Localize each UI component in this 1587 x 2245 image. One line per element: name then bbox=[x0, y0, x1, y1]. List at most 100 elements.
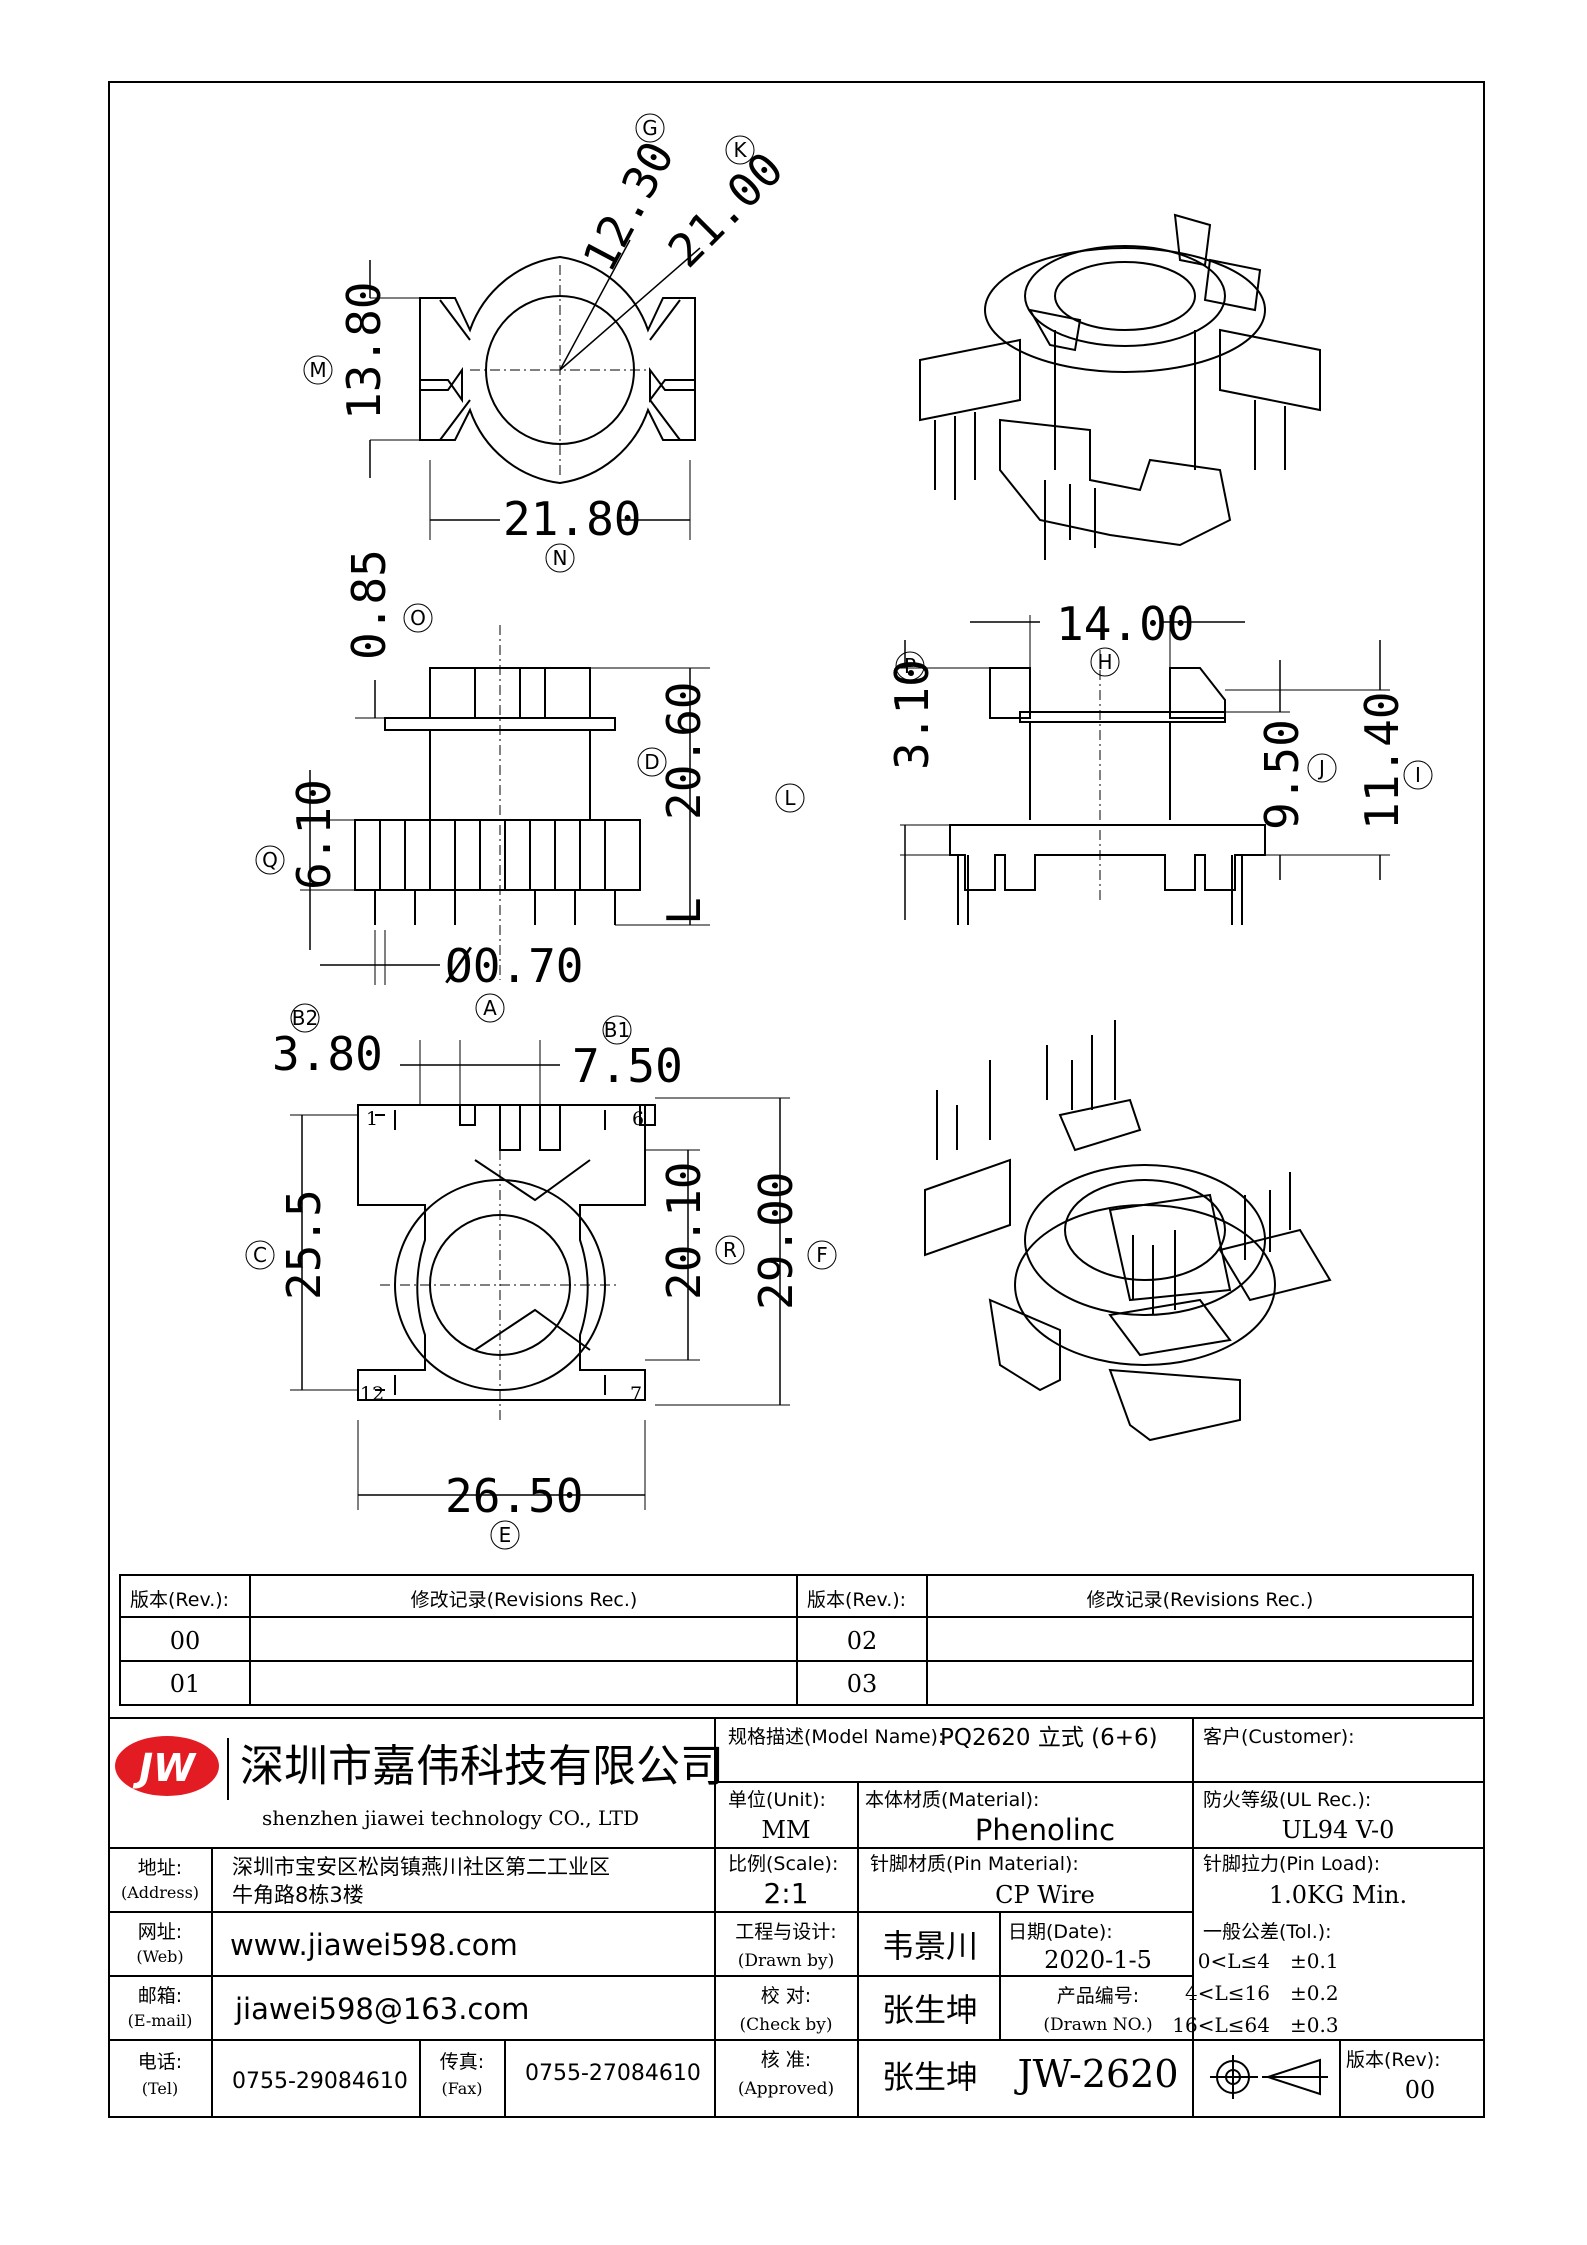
date-label: 日期(Date): bbox=[1008, 1921, 1113, 1943]
pin-load-label: 针脚拉力(Pin Load): bbox=[1203, 1853, 1380, 1875]
tel-label-en: (Tel) bbox=[142, 2079, 179, 2098]
dim-3.80: 3.80 bbox=[272, 1027, 383, 1081]
company-name-cn: 深圳市嘉伟科技有限公司 bbox=[240, 1741, 724, 1792]
dim-12.30: 12.30 bbox=[572, 133, 685, 281]
ref-F: F bbox=[807, 1240, 837, 1270]
dim-6.10: 6.10 bbox=[287, 779, 341, 890]
svg-text:J: J bbox=[1317, 756, 1325, 780]
ref-B1: B1 bbox=[602, 1015, 632, 1045]
date-value: 2020-1-5 bbox=[1044, 1946, 1152, 1974]
email-link[interactable]: jiawei598@163.com bbox=[234, 1992, 529, 2026]
tolerance-range: 16<L≤64 bbox=[1172, 2013, 1270, 2037]
pin-label-6: 6 bbox=[632, 1108, 644, 1130]
ref-L: L bbox=[775, 783, 805, 813]
material-label: 本体材质(Material): bbox=[865, 1789, 1039, 1811]
tolerance-range: 0<L≤4 bbox=[1198, 1949, 1270, 1973]
tel-value: 0755-29084610 bbox=[232, 2069, 408, 2094]
svg-text:Q: Q bbox=[262, 848, 278, 872]
title-block-grid bbox=[109, 1717, 1484, 2117]
dim-29.00: 29.00 bbox=[749, 1172, 803, 1310]
approved-by-label-en: (Approved) bbox=[738, 2079, 834, 2099]
pin-label-12: 12 bbox=[360, 1383, 384, 1405]
fax-label: 传真: bbox=[440, 2051, 484, 2073]
ref-O: O bbox=[403, 603, 433, 633]
address-label: 地址: bbox=[138, 1857, 182, 1879]
svg-text:E: E bbox=[499, 1523, 512, 1547]
revision-row-rev: 02 bbox=[847, 1627, 878, 1655]
tolerance-value: ±0.2 bbox=[1290, 1981, 1339, 2005]
dim-3.10: 3.10 bbox=[885, 659, 939, 770]
rev-label: 版本(Rev): bbox=[1346, 2049, 1441, 2071]
tolerance-table: 0<L≤4±0.14<L≤16±0.216<L≤64±0.3 bbox=[1172, 1949, 1338, 2037]
drawn-no-label-en: (Drawn NO.) bbox=[1043, 2015, 1152, 2035]
fax-value: 0755-27084610 bbox=[525, 2061, 701, 2086]
approved-by-value: 张生坤 bbox=[882, 2058, 978, 2096]
svg-text:G: G bbox=[642, 116, 658, 140]
front-view-labels: 0.85 20.60 6.10 Ø0.70 L O D Q A L bbox=[255, 549, 805, 1023]
revision-row-rev: 00 bbox=[170, 1627, 201, 1655]
revision-table bbox=[119, 1574, 1474, 1706]
svg-text:H: H bbox=[1097, 650, 1112, 674]
drawn-by-label: 工程与设计: bbox=[735, 1921, 836, 1943]
ul-value: UL94 V-0 bbox=[1282, 1816, 1395, 1844]
side-view-labels: 14.00 3.10 9.50 11.40 H P J I bbox=[885, 597, 1433, 830]
svg-text:O: O bbox=[410, 606, 426, 630]
pin-load-value: 1.0KG Min. bbox=[1269, 1881, 1407, 1909]
revision-table-text: 版本(Rev.): 修改记录(Revisions Rec.) 版本(Rev.):… bbox=[130, 1589, 1313, 1698]
ref-G: G bbox=[635, 113, 665, 143]
svg-text:R: R bbox=[723, 1238, 737, 1262]
rev-value: 00 bbox=[1405, 2076, 1436, 2104]
tolerance-label: 一般公差(Tol.): bbox=[1203, 1921, 1332, 1943]
customer-label: 客户(Customer): bbox=[1203, 1726, 1355, 1748]
ref-C: C bbox=[245, 1240, 275, 1270]
scale-value: 2:1 bbox=[763, 1877, 808, 1910]
svg-text:A: A bbox=[483, 996, 497, 1020]
revision-header-rec-right: 修改记录(Revisions Rec.) bbox=[1087, 1589, 1314, 1611]
tolerance-value: ±0.3 bbox=[1290, 2013, 1339, 2037]
title-block: 规格描述(Model Name): PQ2620 立式 (6+6) 客户(Cus… bbox=[728, 1725, 1441, 2104]
tolerance-range: 4<L≤16 bbox=[1185, 1981, 1270, 2005]
company-logo-text: JW bbox=[132, 1746, 197, 1790]
top-view bbox=[369, 239, 701, 540]
pin-label-7: 7 bbox=[630, 1383, 642, 1405]
web-label: 网址: bbox=[138, 1921, 182, 1943]
dim-21.80: 21.80 bbox=[503, 492, 641, 546]
drawn-no-value: JW-2620 bbox=[1013, 2052, 1178, 2096]
svg-text:M: M bbox=[309, 358, 326, 382]
unit-value: MM bbox=[761, 1816, 810, 1844]
ref-M: M bbox=[303, 355, 333, 385]
address-line-2: 牛角路8栋3楼 bbox=[232, 1883, 364, 1907]
revision-header-rev-right: 版本(Rev.): bbox=[807, 1589, 906, 1611]
dim-20.60: 20.60 bbox=[657, 682, 711, 820]
email-label: 邮箱: bbox=[138, 1985, 182, 2007]
bottom-view-labels: 3.80 7.50 25.5 20.10 29.00 26.50 B2 B1 C… bbox=[245, 1003, 837, 1550]
revision-row-rev: 01 bbox=[170, 1670, 201, 1698]
ref-P: P bbox=[895, 651, 925, 681]
pin-material-label: 针脚材质(Pin Material): bbox=[870, 1853, 1079, 1875]
company-logo bbox=[115, 1736, 219, 1796]
side-view bbox=[900, 615, 1390, 925]
projection-symbol-icon bbox=[1210, 2055, 1328, 2099]
ref-A: A bbox=[475, 993, 505, 1023]
bottom-view bbox=[290, 1040, 790, 1510]
ref-D: D bbox=[637, 747, 667, 777]
check-by-label-en: (Check by) bbox=[740, 2015, 833, 2035]
web-link[interactable]: www.jiawei598.com bbox=[230, 1928, 518, 1962]
model-value: PQ2620 立式 (6+6) bbox=[940, 1725, 1158, 1751]
svg-text:N: N bbox=[553, 546, 568, 570]
dim-9.50: 9.50 bbox=[1255, 719, 1309, 830]
front-view bbox=[300, 625, 710, 985]
ref-J: J bbox=[1307, 753, 1337, 783]
dim-20.10: 20.10 bbox=[657, 1162, 711, 1300]
drawn-by-value: 韦景川 bbox=[882, 1927, 978, 1965]
svg-text:F: F bbox=[816, 1243, 828, 1267]
dim-pin-diameter: Ø0.70 bbox=[445, 939, 583, 993]
company-block: JW 深圳市嘉伟科技有限公司 shenzhen jiawei technolog… bbox=[115, 1736, 724, 2098]
isometric-view-top bbox=[919, 213, 1321, 560]
check-by-label: 校 对: bbox=[761, 1985, 811, 2007]
revision-row-rev: 03 bbox=[847, 1670, 878, 1698]
dim-11.40: 11.40 bbox=[1355, 692, 1409, 830]
unit-label: 单位(Unit): bbox=[728, 1789, 826, 1811]
address-label-en: (Address) bbox=[121, 1883, 199, 1902]
